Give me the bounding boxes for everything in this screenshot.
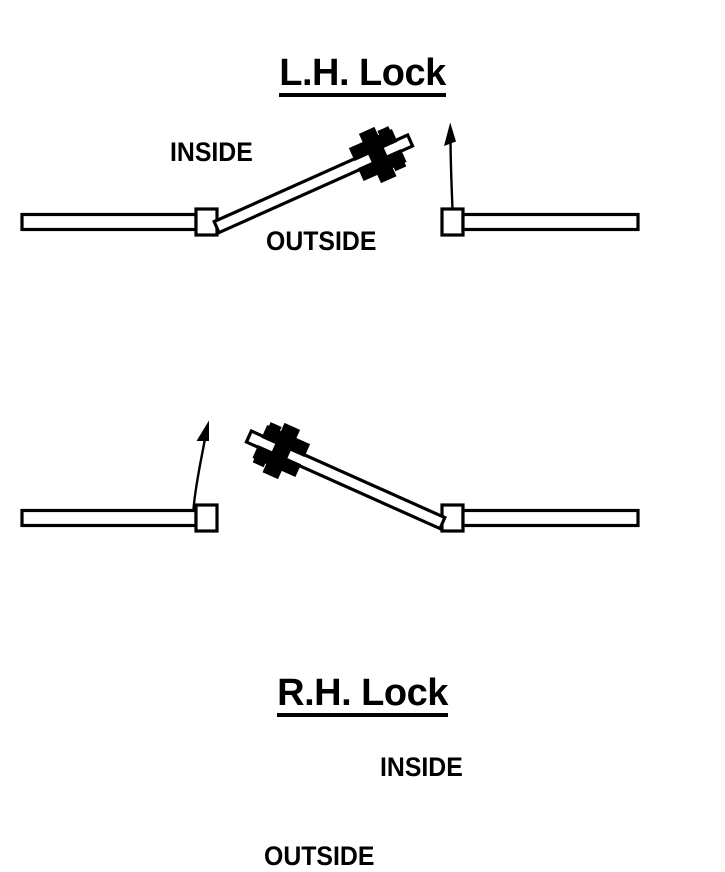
lh-inside-label: INSIDE bbox=[170, 137, 253, 167]
rh-lock-panel: R.H. Lock INSIDE OUTSIDE bbox=[0, 320, 725, 871]
lh-lock-panel: L.H. Lock INSIDE OUTSIDE bbox=[0, 0, 725, 320]
lh-outside-label: OUTSIDE bbox=[266, 226, 377, 256]
lh-panel-title: L.H. Lock bbox=[0, 52, 725, 97]
rh-panel-title: R.H. Lock bbox=[0, 672, 725, 717]
lh-panel-title-text: L.H. Lock bbox=[279, 54, 446, 97]
rh-outside-label: OUTSIDE bbox=[264, 841, 375, 871]
rh-panel-title-text: R.H. Lock bbox=[277, 674, 448, 717]
rh-inside-label: INSIDE bbox=[380, 752, 463, 782]
